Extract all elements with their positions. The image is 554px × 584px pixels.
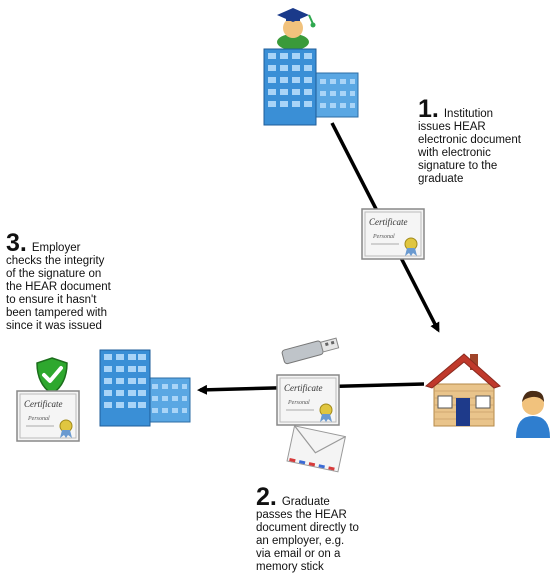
certificate-subtitle: Personal [287, 400, 310, 406]
institution-building-icon [263, 48, 359, 126]
certificate-subtitle: Personal [27, 416, 50, 422]
envelope-icon [286, 425, 346, 473]
step-3-description: 3.Employer checks the integrity of the s… [6, 229, 111, 333]
employer-building-icon [99, 349, 191, 427]
certificate-title: Certificate [369, 217, 408, 227]
graduate-icon [277, 8, 316, 50]
step-1-description: 1.Institution issues HEAR electronic doc… [418, 95, 521, 186]
certificate-icon-middle: Certificate Personal [276, 374, 340, 431]
step-2-number: 2. [256, 483, 277, 511]
certificate-icon-employer: Certificate Personal [16, 390, 80, 447]
certificate-icon-top: Certificate Personal [361, 208, 425, 265]
certificate-subtitle: Personal [372, 234, 395, 240]
certificate-title: Certificate [24, 399, 63, 409]
step-3-number: 3. [6, 229, 27, 257]
step-2-description: 2.Graduate passes the HEAR document dire… [256, 483, 359, 574]
graduate-person-icon [516, 390, 550, 438]
step-1-number: 1. [418, 95, 439, 123]
certificate-title: Certificate [284, 383, 323, 393]
usb-stick-icon [281, 337, 340, 365]
house-icon [424, 353, 501, 427]
